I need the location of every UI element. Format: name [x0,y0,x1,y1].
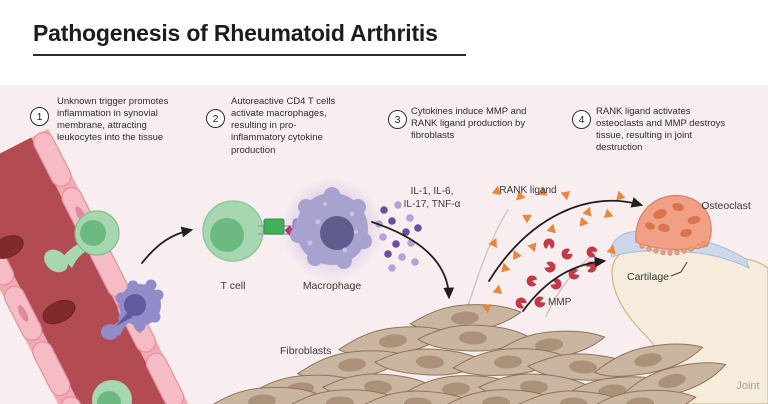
step-3-number-badge: 3 [388,110,407,129]
blood-vessel-illustration [0,128,230,404]
rank-ligand-arrow [488,197,644,282]
cartilage-label: Cartilage [627,271,669,283]
step-3-text: Cytokines induce MMP and RANK ligand pro… [411,106,527,142]
rank-ligand-triangles-icon [481,184,626,315]
fibroblasts-label: Fibroblasts [280,345,331,357]
step-4-number-badge: 4 [572,110,591,129]
green-leukocyte-bottom-icon [92,380,132,404]
rank-ligand-label: RANK ligand [499,185,556,196]
cytokine-arrow [371,221,455,300]
step-1-number-badge: 1 [30,107,49,126]
step-2-number-badge: 2 [206,109,225,128]
red-blood-cell-icon [0,235,76,325]
rank-emission-line [465,209,509,313]
mmp-label: MMP [548,297,572,308]
step-1-text: Unknown trigger promotes inflammation in… [57,96,169,144]
joint-label: Joint [736,380,759,392]
mmp-arrow [522,256,607,312]
page-title: Pathogenesis of Rheumatoid Arthritis [33,20,466,56]
cytokines-label-line1: IL-1, IL-6, [411,186,454,197]
green-leukocyte-icon [44,210,120,273]
t-cell-label: T cell [221,280,246,292]
cytokine-dots-icon [375,201,422,272]
t-cell-illustration [202,200,264,262]
osteoclast-illustration [635,194,712,256]
step-2-text: Autoreactive CD4 T cells activate macrop… [231,96,336,156]
macrophage-illustration [280,177,384,281]
macrophage-label: Macrophage [303,280,362,292]
purple-leukocyte-icon [101,279,164,340]
cartilage-pointer-line [670,261,688,277]
cytokines-label-line2: IL-17, TNF-α [404,199,461,210]
migration-arrow [141,226,194,264]
osteoclast-label: Osteoclast [701,200,751,212]
step-4-text: RANK ligand activates osteoclasts and MM… [596,106,726,154]
